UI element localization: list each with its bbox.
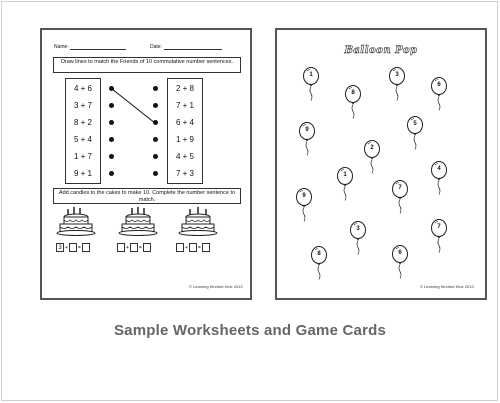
match-dot[interactable] [153, 154, 158, 159]
left-equation: 4 + 6 [73, 84, 92, 93]
answer-box[interactable] [81, 243, 90, 252]
balloon-number: 6 [398, 250, 402, 256]
copyright-text: © Learning Kindred Kine 2013 [189, 284, 243, 289]
answer-box[interactable] [201, 243, 210, 252]
match-dot[interactable] [153, 120, 158, 125]
caption: Sample Worksheets and Game Cards [113, 322, 387, 339]
right-equation: 6 + 4 [175, 118, 194, 127]
balloon-icon[interactable]: 6 [391, 245, 409, 279]
match-dot[interactable] [109, 103, 114, 108]
cake-icon [118, 205, 158, 242]
right-equation: 7 + 1 [175, 101, 194, 110]
match-dot[interactable] [153, 86, 158, 91]
date-line [164, 49, 222, 50]
answer-box[interactable] [68, 243, 77, 252]
matching-instruction: Draw lines to match the Friends of 10 co… [53, 57, 241, 73]
balloon-icon[interactable]: 6 [430, 77, 448, 111]
worksheet-card: Name: Date: Draw lines to match the Frie… [40, 28, 252, 300]
balloon-icon[interactable]: 2 [363, 140, 381, 174]
left-equation: 9 + 1 [73, 169, 92, 178]
balloon-number: 3 [356, 226, 360, 232]
match-dot[interactable] [109, 171, 114, 176]
balloon-number: 7 [398, 185, 402, 191]
left-equation-column: 4 + 6 3 + 7 8 + 2 5 + 4 1 + 7 9 + 1 [65, 78, 101, 184]
balloon-number: 8 [351, 90, 355, 96]
balloon-number: 5 [413, 121, 417, 127]
match-dot[interactable] [153, 137, 158, 142]
match-dot[interactable] [153, 103, 158, 108]
balloon-number: 9 [305, 127, 309, 133]
right-equation: 2 + 8 [175, 84, 194, 93]
left-equation: 1 + 7 [73, 152, 92, 161]
balloon-icon[interactable]: 8 [344, 85, 362, 119]
balloon-number: 7 [437, 224, 441, 230]
copyright-text: © Learning Kindred Kine 2013 [420, 284, 474, 289]
answer-box[interactable]: 3 [56, 243, 64, 252]
balloon-icon[interactable]: 3 [349, 221, 367, 255]
balloon-icon[interactable]: 1 [302, 67, 320, 101]
name-line [70, 49, 126, 50]
left-equation: 8 + 2 [73, 118, 92, 127]
cake-icon [178, 205, 218, 242]
match-dot[interactable] [109, 137, 114, 142]
answer-box[interactable] [188, 243, 197, 252]
balloon-number: 3 [395, 72, 399, 78]
left-equation: 5 + 4 [73, 135, 92, 144]
balloon-icon[interactable]: 7 [430, 219, 448, 253]
balloon-icon[interactable]: 9 [298, 122, 316, 156]
cake-icon [56, 205, 96, 242]
balloon-number: 8 [317, 251, 321, 257]
balloon-icon[interactable]: 3 [388, 67, 406, 101]
left-equation: 3 + 7 [73, 101, 92, 110]
balloon-number: 9 [302, 193, 306, 199]
answer-box[interactable] [142, 243, 151, 252]
right-equation: 7 + 3 [175, 169, 194, 178]
number-sentence: + = [117, 243, 151, 252]
number-sentence: + = [176, 243, 210, 252]
balloon-icon[interactable]: 8 [310, 246, 328, 280]
right-equation: 1 + 9 [175, 135, 194, 144]
answer-box[interactable] [129, 243, 138, 252]
balloon-icon[interactable]: 7 [391, 180, 409, 214]
match-dot[interactable] [109, 154, 114, 159]
balloon-number: 6 [437, 82, 441, 88]
game-card: Balloon Pop 1 3 6 8 9 5 1 4 2 7 9 3 8 6 7 © Learning K… [275, 28, 487, 300]
name-label: Name: [54, 44, 69, 50]
balloon-icon[interactable]: 4 [430, 161, 448, 195]
example-match-line [111, 88, 156, 124]
balloon-number: 2 [370, 145, 374, 151]
balloon-icon[interactable]: 1 [336, 167, 354, 201]
number-sentence: 3+ = [56, 243, 90, 252]
balloon-number: 4 [437, 166, 441, 172]
match-dot[interactable] [109, 120, 114, 125]
answer-box[interactable] [117, 243, 125, 252]
balloon-icon[interactable]: 9 [295, 188, 313, 222]
answer-box[interactable] [176, 243, 184, 252]
balloon-icon[interactable]: 5 [406, 116, 424, 150]
match-dot[interactable] [109, 86, 114, 91]
right-equation: 4 + 5 [175, 152, 194, 161]
match-dot[interactable] [153, 171, 158, 176]
balloon-number: 1 [343, 172, 347, 178]
right-equation-column: 2 + 8 7 + 1 6 + 4 1 + 9 4 + 5 7 + 3 [167, 78, 203, 184]
balloon-number: 1 [309, 72, 313, 78]
game-title: Balloon Pop [344, 45, 418, 57]
date-label: Date: [150, 44, 162, 50]
cake-instruction: Add candles to the cakes to make 10. Com… [53, 188, 241, 204]
